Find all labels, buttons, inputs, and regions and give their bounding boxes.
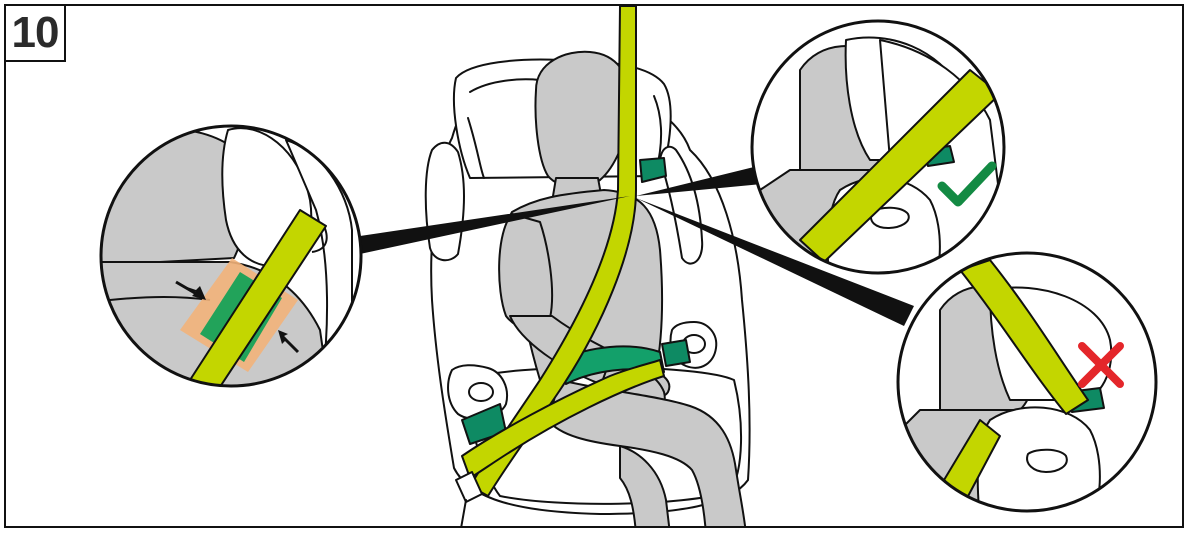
callout-wedge-top-right	[636, 166, 762, 196]
callout-wedge-left	[360, 196, 630, 254]
left-side-wing	[424, 141, 465, 262]
buckle	[455, 471, 483, 503]
check-mark-icon	[937, 161, 997, 207]
zoom-incorrect-belt	[959, 259, 1089, 415]
callout-wedge-bottom-right	[636, 198, 914, 326]
lap-belt-guide-right	[661, 339, 691, 367]
step-number-box: 10	[4, 4, 66, 62]
lap-belt	[461, 359, 665, 479]
illustration-frame	[4, 4, 1184, 528]
main-scene	[424, 6, 751, 526]
shoulder-belt-guide	[639, 157, 667, 183]
zoom-detail-correct	[750, 19, 1006, 275]
shoulder-belt	[469, 6, 637, 497]
x-mark-icon	[1078, 342, 1124, 388]
step-number: 10	[11, 8, 60, 57]
zoom-detail-left	[99, 124, 363, 388]
zoom-left-belt	[189, 209, 327, 386]
right-side-wing	[659, 145, 704, 265]
zoom-detail-incorrect	[896, 251, 1158, 513]
